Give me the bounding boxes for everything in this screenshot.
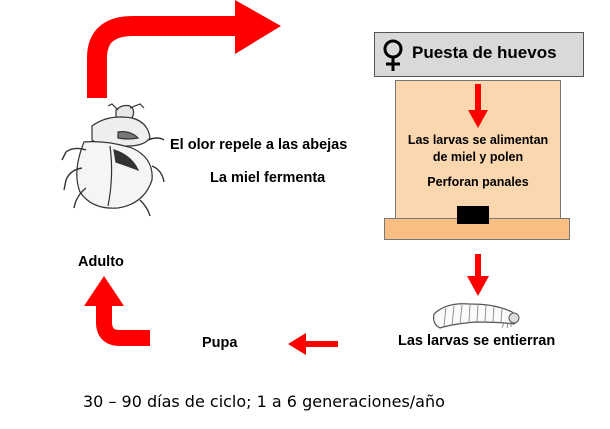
beetle-icon — [61, 103, 165, 217]
adult-text-1: El olor repele a las abejas — [170, 137, 348, 153]
adult-label: Adulto — [78, 254, 124, 270]
hive-text-1: Las larvas se alimentan — [407, 133, 549, 147]
hive-entrance — [457, 206, 489, 224]
cycle-footer: 30 – 90 días de ciclo; 1 a 6 generacione… — [83, 392, 445, 411]
hive-roof — [374, 32, 584, 77]
cycle-arrow-top — [87, 0, 281, 98]
hive-text-3: Perforan panales — [427, 175, 529, 189]
larvae-label: Las larvas se entierran — [398, 333, 556, 349]
pupa-label: Pupa — [202, 335, 238, 351]
hive-roof-label: Puesta de huevos — [412, 43, 557, 62]
female-symbol-icon — [383, 39, 403, 71]
arrow-down-larvae — [467, 254, 489, 296]
arrow-down-hive — [468, 84, 488, 128]
larva-icon — [433, 303, 520, 329]
hive-text-2: de miel y polen — [432, 150, 524, 164]
cycle-arrow-bottom — [84, 276, 150, 346]
adult-text-2: La miel fermenta — [210, 170, 326, 186]
arrow-left-pupa — [288, 333, 338, 355]
